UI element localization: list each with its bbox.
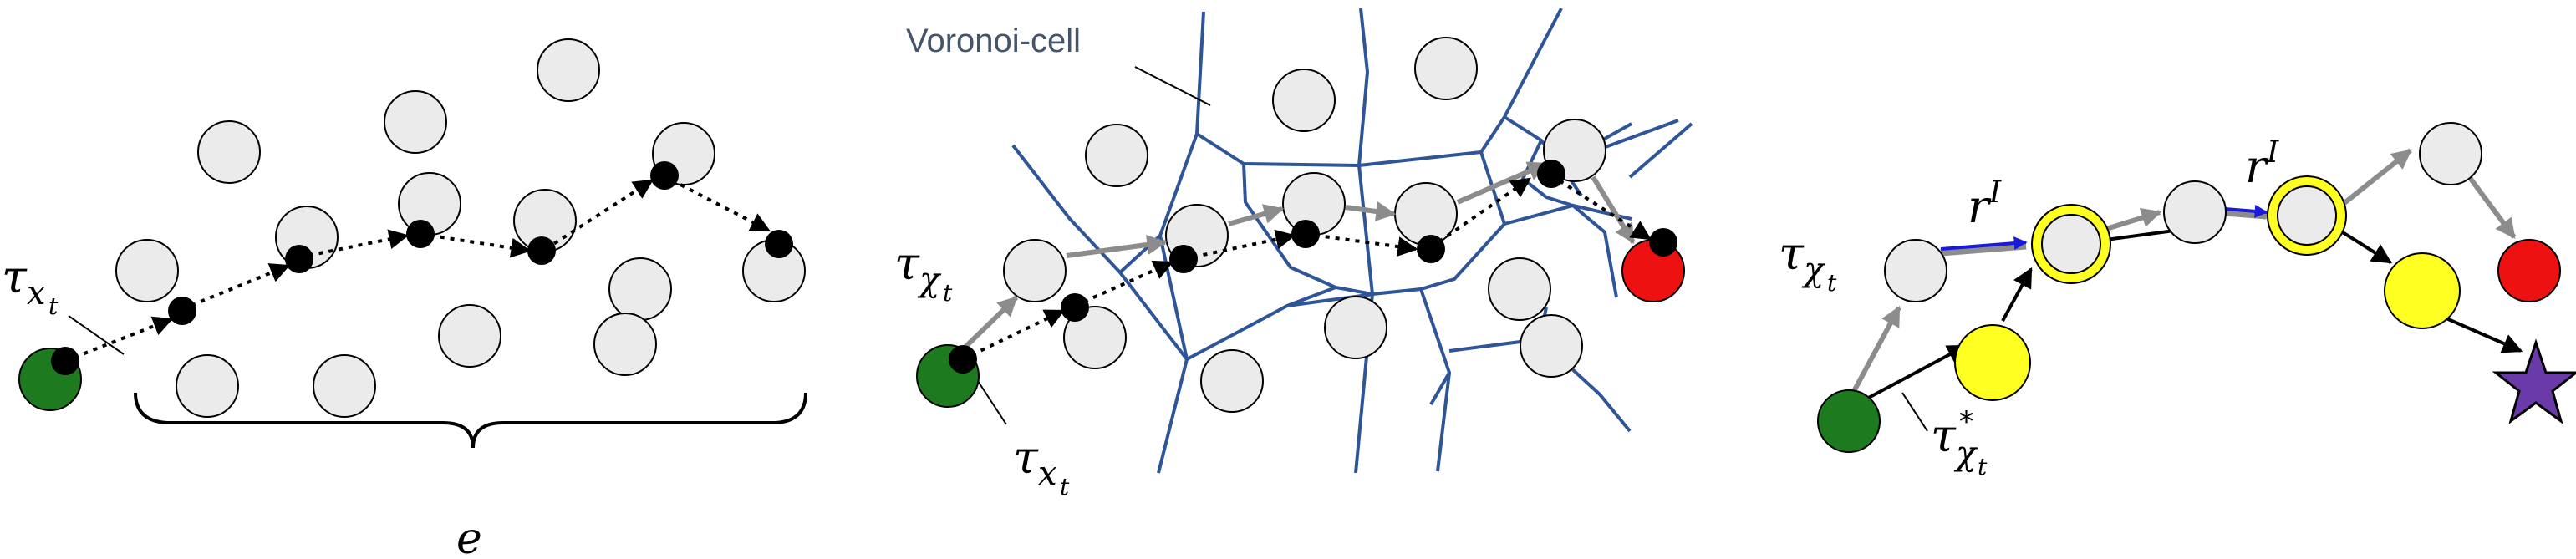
tau-chi-label: τ χ t	[894, 237, 953, 307]
node	[384, 90, 447, 154]
left-traj-points	[51, 161, 793, 375]
right-panel: τ χ t τ * χ t r I r I	[1779, 122, 2576, 480]
svg-text:x: x	[27, 274, 46, 313]
svg-text:x: x	[1038, 455, 1057, 493]
brace-label: e	[456, 514, 482, 559]
node	[115, 239, 179, 302]
voronoi-edges	[1011, 8, 1693, 474]
yellow-ring-node-inner	[2277, 185, 2337, 246]
tau-x-leader-line	[977, 380, 1007, 425]
node	[1200, 349, 1264, 413]
tau-leader-line	[68, 315, 125, 355]
svg-text:*: *	[1959, 405, 1973, 439]
tau-chi-label: τ χ t	[1779, 227, 1837, 297]
traj-point	[1291, 220, 1320, 248]
node	[1884, 239, 1947, 302]
tau-star-leader-line	[1901, 392, 1928, 432]
traj-point	[1649, 228, 1677, 257]
svg-text:I: I	[1988, 175, 2002, 210]
traj-point	[1061, 293, 1089, 322]
middle-panel: Voronoi-cell	[894, 8, 1693, 501]
node	[1414, 37, 1478, 100]
traj-point	[1169, 245, 1198, 273]
node	[1520, 314, 1583, 378]
node	[313, 354, 376, 418]
traj-point	[1417, 235, 1445, 263]
svg-text:χ: χ	[1801, 251, 1826, 289]
left-dotted-trajectory	[64, 174, 771, 363]
right-blue-arrows	[1940, 204, 2268, 257]
middle-gray-trajectory	[959, 161, 1636, 353]
svg-text:t: t	[48, 292, 59, 320]
node	[1063, 306, 1127, 369]
svg-text:χ: χ	[917, 261, 942, 299]
voronoi-label: Voronoi-cell	[906, 23, 1081, 59]
tau-x-label: τ x t	[2, 251, 59, 320]
traj-point	[527, 236, 556, 265]
node	[176, 354, 239, 418]
svg-text:t: t	[943, 279, 953, 307]
yellow-node	[1954, 324, 2031, 401]
r-label-1: r I	[1968, 175, 2002, 233]
middle-dotted-trajectory	[962, 174, 1652, 361]
start-node-green	[1817, 389, 1881, 453]
node	[593, 313, 657, 376]
voronoi-callout-line	[1134, 66, 1211, 106]
tau-star-label: τ * χ t	[1931, 405, 1988, 480]
traj-point	[51, 347, 79, 375]
traj-point	[406, 220, 435, 248]
traj-point	[285, 245, 313, 273]
left-nodes	[115, 38, 806, 418]
r-label-2: r I	[2245, 135, 2279, 193]
svg-text:τ: τ	[1013, 431, 1039, 484]
star-icon	[2492, 338, 2576, 424]
curly-brace	[134, 392, 807, 449]
node	[1085, 124, 1148, 187]
svg-text:t: t	[1978, 453, 1988, 480]
node	[1003, 239, 1067, 302]
node	[2163, 180, 2227, 244]
node	[438, 304, 501, 368]
middle-traj-points	[949, 160, 1677, 374]
tau-x-label: τ x t	[1013, 431, 1070, 501]
svg-text:t: t	[1827, 269, 1837, 297]
svg-text:τ: τ	[1779, 227, 1805, 280]
svg-text:τ: τ	[2, 251, 28, 303]
goal-node-red	[2497, 239, 2561, 302]
traj-point	[1537, 160, 1565, 188]
left-panel: τ x t e	[2, 38, 807, 559]
right-nodes	[1884, 122, 2482, 401]
node	[1324, 296, 1387, 359]
right-gray-path	[1850, 148, 2517, 396]
traj-point	[168, 297, 196, 325]
node	[537, 38, 600, 102]
svg-text:r: r	[2245, 140, 2269, 193]
yellow-node	[2384, 252, 2461, 329]
svg-text:τ: τ	[1931, 409, 1957, 462]
node	[197, 120, 261, 184]
middle-nodes	[1003, 37, 1606, 413]
node	[608, 257, 672, 321]
yellow-ring-node-inner	[2041, 214, 2101, 274]
svg-text:I: I	[2266, 135, 2279, 170]
traj-point	[949, 345, 977, 374]
node	[1488, 257, 1551, 321]
svg-text:r: r	[1968, 180, 1992, 233]
node	[1272, 69, 1336, 132]
node	[2419, 122, 2482, 185]
svg-text:τ: τ	[894, 237, 920, 290]
traj-point	[650, 161, 679, 190]
svg-text:χ: χ	[1953, 434, 1978, 473]
svg-text:t: t	[1060, 473, 1070, 501]
traj-point	[765, 230, 793, 258]
